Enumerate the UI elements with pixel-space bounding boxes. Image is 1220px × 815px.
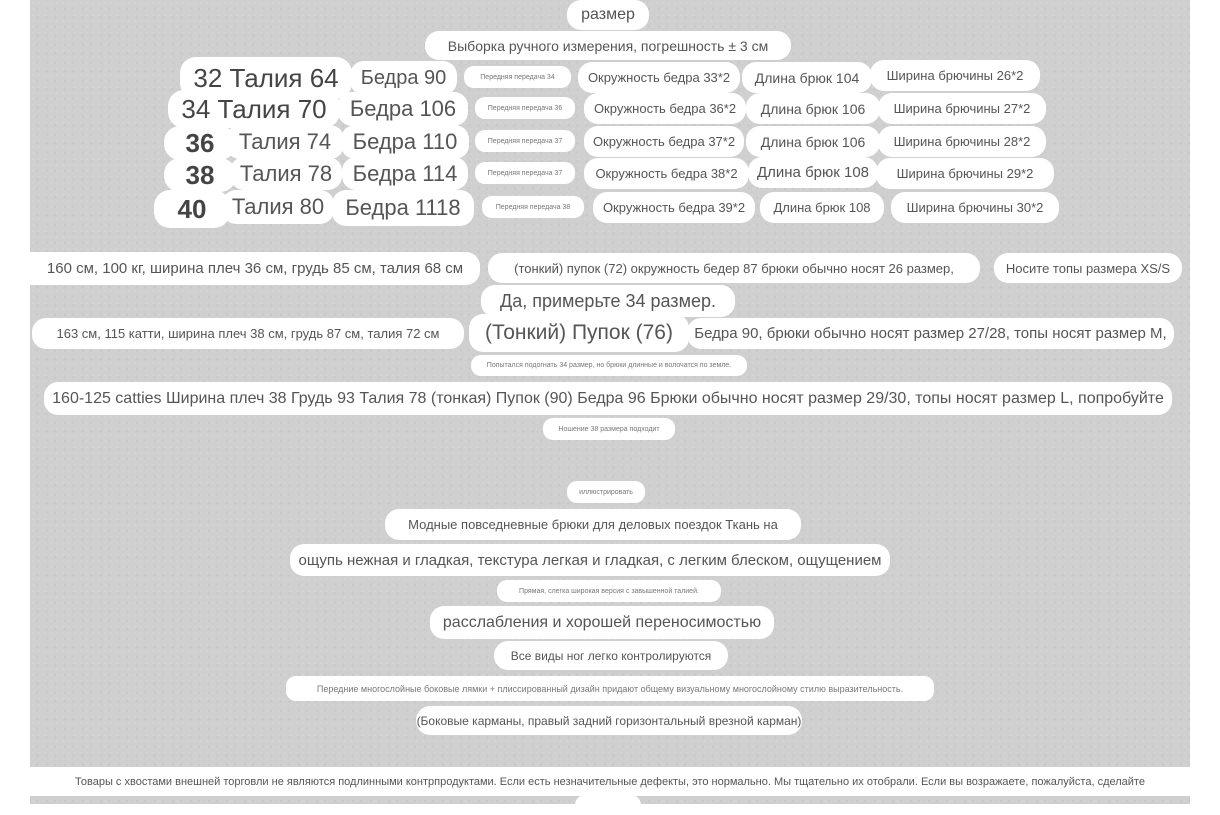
size-waist-row-2: 34 Талия 70: [168, 90, 340, 128]
length-value: Длина брюк 108: [748, 157, 878, 188]
model1-advice: Да, примерьте 34 размер.: [481, 285, 735, 317]
hem-value: Ширина брючины 27*2: [878, 93, 1046, 124]
thigh-value: Окружность бедра 33*2: [578, 62, 740, 93]
hips-value: Бедра 1118: [332, 190, 474, 226]
hips-value: Бедра 106: [338, 92, 468, 126]
model2-hips-sizes: Бедра 90, брюки обычно носят размер 27/2…: [687, 318, 1174, 349]
description-line-3: Прямая, слегка широкая версия с завышенн…: [497, 580, 721, 602]
measurement-note: Выборка ручного измерения, погрешность ±…: [425, 31, 791, 60]
thigh-value: Окружность бедра 39*2: [593, 192, 755, 223]
thigh-value: Окружность бедра 36*2: [584, 93, 746, 124]
waist-value: Талия 64: [229, 62, 339, 93]
waist-value: Талия 78: [230, 157, 342, 190]
hips-value: Бедра 90: [350, 61, 457, 95]
hem-value: Ширина брючины 28*2: [878, 126, 1046, 157]
description-line-6: Передние многослойные боковые лямки + пл…: [286, 676, 934, 701]
length-value: Длина брюк 108: [760, 192, 884, 223]
hem-value: Ширина брючины 29*2: [876, 158, 1054, 189]
model3-stats: 160-125 catties Ширина плеч 38 Грудь 93 …: [44, 382, 1172, 415]
hem-value: Ширина брючины 26*2: [870, 60, 1040, 91]
hem-value: Ширина брючины 30*2: [891, 192, 1059, 223]
size-number: 34: [181, 93, 211, 124]
waist-value: Талия 74: [226, 125, 344, 159]
front-rise-value: Передняя передача 37: [475, 162, 575, 184]
hips-value: Бедра 110: [341, 125, 469, 159]
front-rise-value: Передняя передача 38: [482, 196, 584, 218]
size-heading: размер: [567, 0, 649, 30]
thigh-value: Окружность бедра 38*2: [584, 158, 749, 189]
thigh-value: Окружность бедра 37*2: [584, 126, 744, 157]
model3-note: Ношение 38 размера подходит: [543, 418, 675, 440]
bottom-pill-fragment: [575, 795, 641, 815]
waist-value: Талия 80: [222, 190, 334, 224]
model1-stats: 160 см, 100 кг, ширина плеч 36 см, грудь…: [30, 252, 480, 285]
description-line-2: ощупь нежная и гладкая, текстура легкая …: [290, 544, 890, 576]
length-value: Длина брюк 106: [746, 126, 880, 157]
description-line-7: (Боковые карманы, правый задний горизонт…: [416, 706, 802, 735]
model2-note: Попытался подогнать 34 размер, но брюки …: [471, 355, 747, 376]
illustrate-label: иллюстрировать: [567, 481, 645, 503]
model1-tops-size: Носите топы размера XS/S: [994, 253, 1182, 283]
model2-belly: (Тонкий) Пупок (76): [469, 314, 689, 352]
front-rise-value: Передняя передача 34: [464, 66, 571, 88]
waist-value: Талия 70: [217, 93, 327, 124]
size-number: 38: [164, 158, 236, 192]
footer-disclaimer: Товары с хвостами внешней торговли не яв…: [30, 767, 1190, 796]
size-number: 32: [193, 62, 223, 93]
hips-value: Бедра 114: [342, 157, 468, 190]
model1-belly-hips: (тонкий) пупок (72) окружность бедер 87 …: [488, 253, 980, 283]
front-rise-value: Передняя передача 36: [475, 97, 575, 119]
description-line-4: расслабления и хорошей переносимостью: [430, 606, 774, 639]
size-number: 36: [164, 126, 236, 160]
model2-stats: 163 см, 115 катти, ширина плеч 38 см, гр…: [32, 318, 464, 349]
front-rise-value: Передняя передача 37: [475, 130, 575, 152]
description-line-1: Модные повседневные брюки для деловых по…: [385, 509, 801, 540]
size-number: 40: [154, 190, 230, 228]
description-line-5: Все виды ног легко контролируются: [494, 641, 728, 670]
length-value: Длина брюк 106: [746, 93, 880, 124]
length-value: Длина брюк 104: [742, 62, 872, 93]
